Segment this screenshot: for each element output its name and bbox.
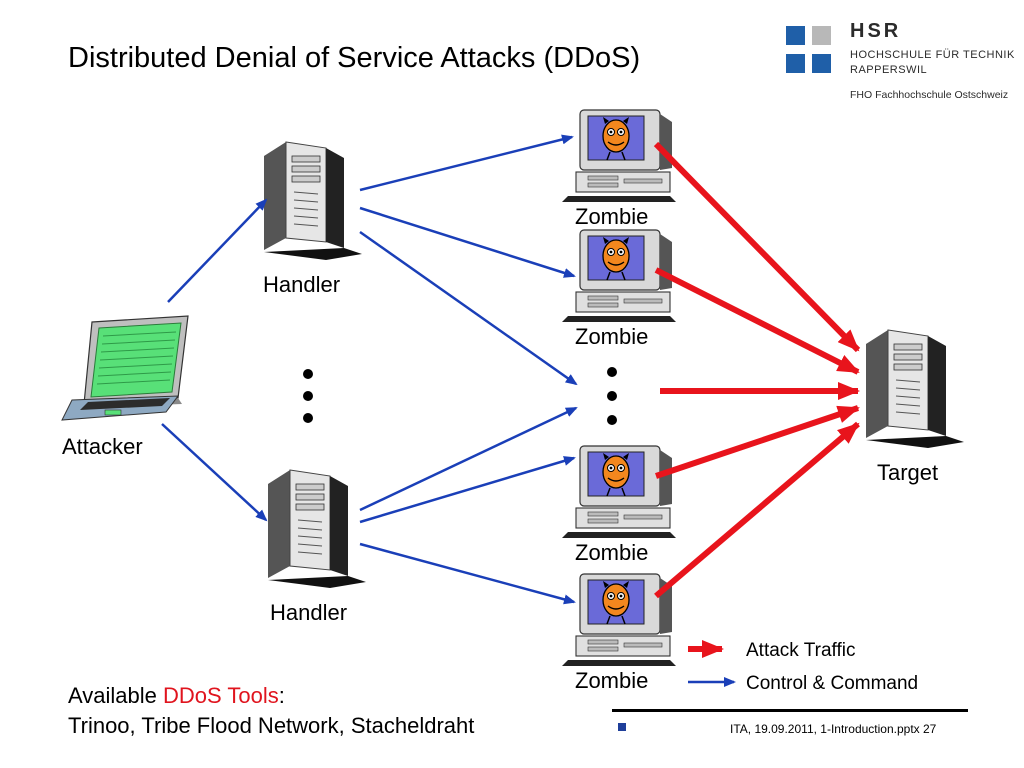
footer-divider	[612, 709, 968, 712]
zombie-4-computer-icon	[561, 573, 677, 667]
more-zombies-dots	[607, 367, 617, 425]
logo-square-icon	[812, 26, 831, 45]
zombie-1-computer-icon	[561, 109, 677, 203]
logo-square-icon	[786, 26, 805, 45]
arrow-attacker-handler-bottom	[161, 423, 268, 522]
arrow-handler-zombie-4	[359, 542, 576, 605]
arrow-handler-zombie-2	[359, 206, 576, 278]
attacker-label: Attacker	[62, 434, 143, 459]
handler-bottom-server-icon	[267, 469, 367, 589]
tools-highlight: DDoS Tools	[163, 683, 279, 708]
footer-bullet-icon	[618, 723, 626, 731]
arrow-zombie-3-target	[655, 405, 860, 479]
tools-prefix: Available	[68, 683, 163, 708]
more-handlers-dots	[303, 369, 313, 423]
legend-attack-label: Attack Traffic	[746, 640, 856, 661]
target-label: Target	[877, 460, 939, 485]
footer-text: ITA, 19.09.2011, 1-Introduction.pptx 27	[730, 722, 937, 736]
zombie-3-label: Zombie	[575, 540, 649, 565]
arrow-handler-bottom-zombies	[359, 406, 578, 512]
zombie-3-computer-icon	[561, 445, 677, 539]
zombie-1-label: Zombie	[575, 204, 649, 229]
arrow-handler-zombies	[359, 230, 578, 386]
target-server-icon	[865, 329, 965, 449]
logo-line-3: FHO Fachhochschule Ostschweiz	[850, 89, 1009, 101]
logo-line-1: HOCHSCHULE FÜR TECHNIK	[850, 49, 1015, 61]
handler-bottom-label: Handler	[270, 600, 348, 625]
arrow-handler-zombie-3	[359, 456, 576, 524]
arrow-zombie-4-target	[654, 421, 860, 599]
zombie-2-computer-icon	[561, 229, 677, 323]
hsr-logo: HSR HOCHSCHULE FÜR TECHNIK RAPPERSWIL FH…	[786, 20, 1016, 106]
zombie-2-label: Zombie	[575, 324, 649, 349]
logo-line-2: RAPPERSWIL	[850, 64, 928, 76]
arrow-attacker-handler-top	[167, 198, 268, 303]
tools-list: Trinoo, Tribe Flood Network, Stacheldrah…	[68, 713, 475, 738]
control-arrows	[161, 134, 578, 605]
logo-square-icon	[812, 54, 831, 73]
handler-top-server-icon	[263, 141, 363, 261]
arrow-zombie-2-target	[654, 267, 860, 375]
zombie-4-label: Zombie	[575, 668, 649, 693]
tools-heading: Available DDoS Tools:	[68, 681, 474, 711]
attacker-laptop-icon	[61, 315, 189, 421]
slide-title: Distributed Denial of Service Attacks (D…	[68, 42, 641, 74]
handler-top-label: Handler	[263, 272, 341, 297]
logo-name: HSR	[850, 20, 902, 42]
arrow-handler-zombie-1	[359, 134, 574, 192]
attack-arrows	[653, 141, 861, 599]
logo-square-icon	[786, 54, 805, 73]
legend-control-label: Control & Command	[746, 673, 919, 694]
arrow-zombie-1-target	[653, 141, 861, 353]
tools-suffix: :	[278, 683, 285, 708]
tools-note: Available DDoS Tools: Trinoo, Tribe Floo…	[68, 681, 474, 741]
